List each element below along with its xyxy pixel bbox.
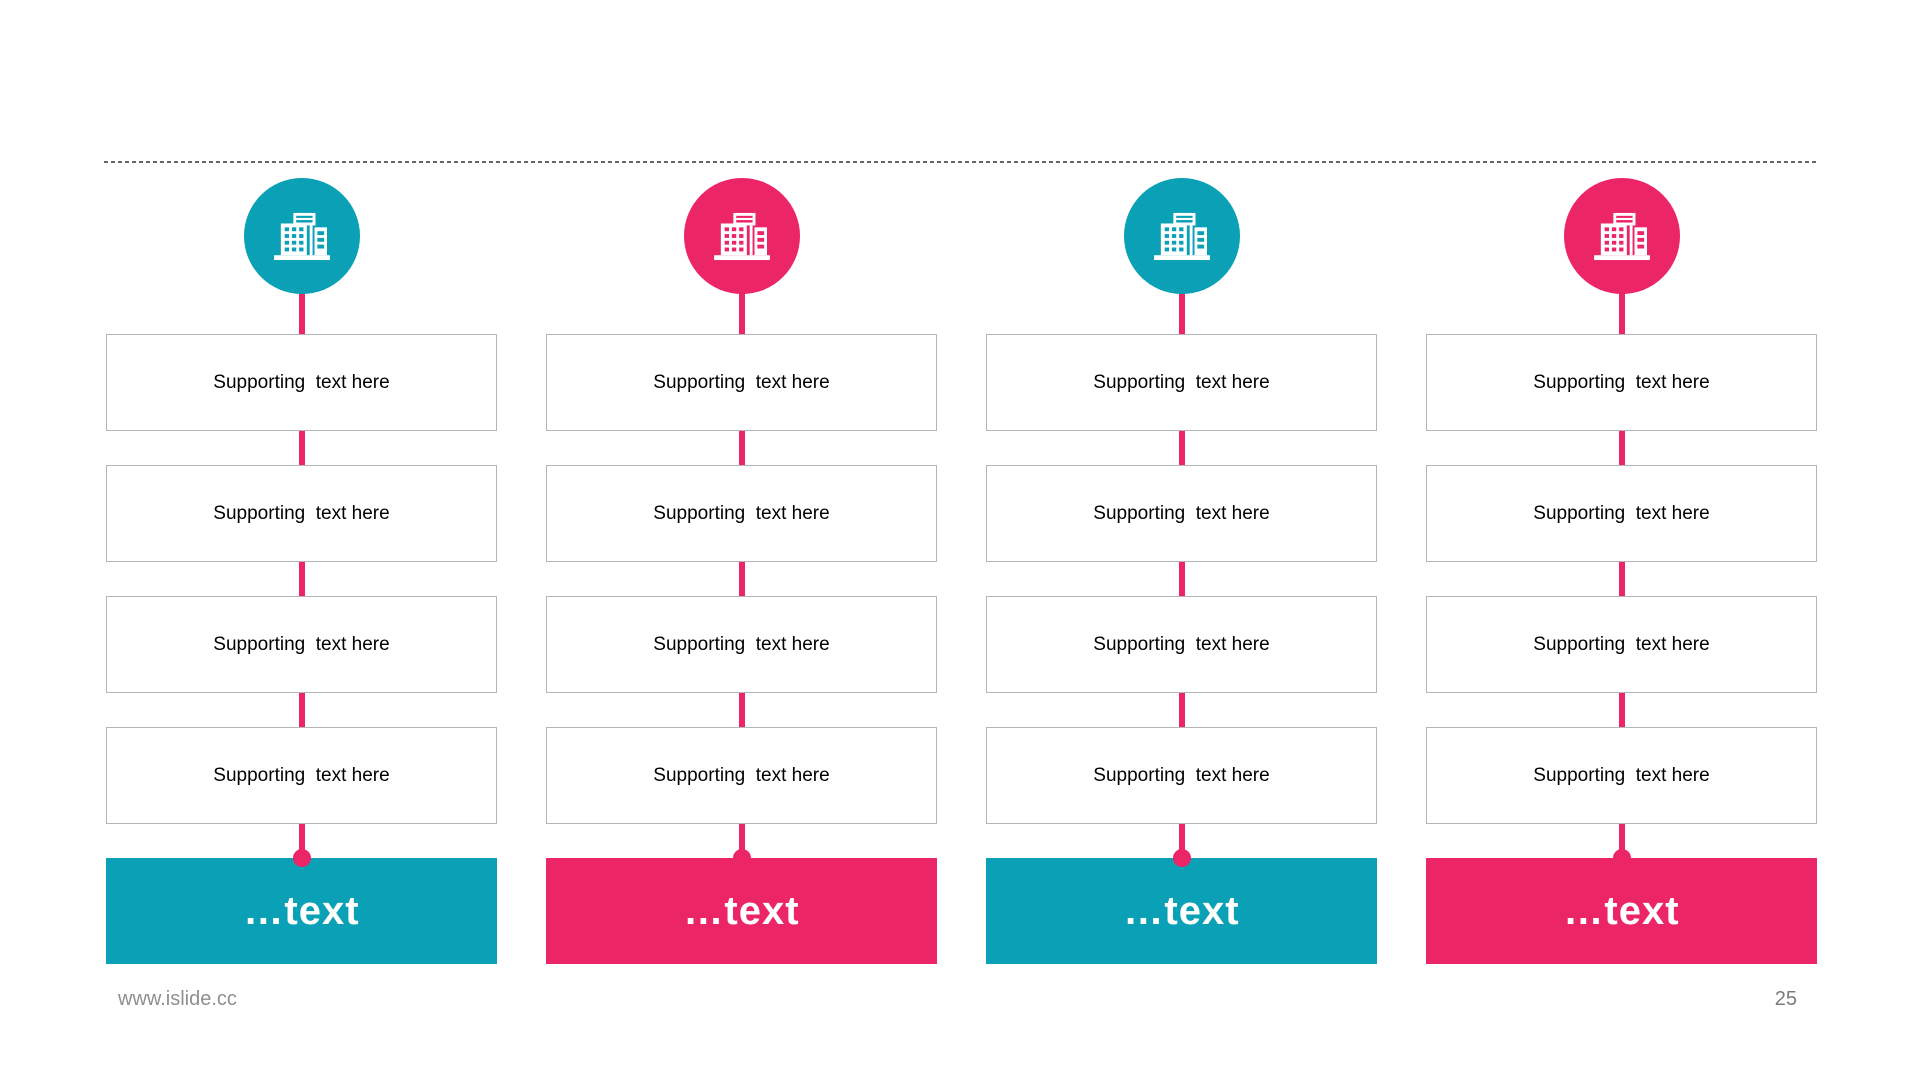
buildings-icon xyxy=(273,212,330,261)
supporting-text: Supporting text here xyxy=(1533,371,1710,393)
column-footer-box: …text xyxy=(1426,858,1817,964)
supporting-text: Supporting text here xyxy=(653,764,830,786)
supporting-text: Supporting text here xyxy=(1533,633,1710,655)
supporting-text-box: Supporting text here xyxy=(106,334,497,431)
supporting-text-box: Supporting text here xyxy=(546,465,937,562)
supporting-text: Supporting text here xyxy=(653,502,830,524)
column-footer-label: …text xyxy=(683,888,800,933)
connector-line xyxy=(738,278,745,858)
column-footer-box: …text xyxy=(986,858,1377,964)
column-footer-label: …text xyxy=(1123,888,1240,933)
supporting-text-box: Supporting text here xyxy=(106,596,497,693)
column-footer-box: …text xyxy=(546,858,937,964)
supporting-text: Supporting text here xyxy=(1093,633,1270,655)
column-2: …text Supporting text here Supporting te… xyxy=(546,178,937,964)
icon-circle xyxy=(1563,178,1680,294)
supporting-text-box: Supporting text here xyxy=(546,334,937,431)
connector-dot xyxy=(732,849,751,867)
supporting-text: Supporting text here xyxy=(213,633,390,655)
connector-dot xyxy=(292,849,311,867)
supporting-text-box: Supporting text here xyxy=(1426,334,1817,431)
supporting-text-box: Supporting text here xyxy=(986,596,1377,693)
supporting-text-box: Supporting text here xyxy=(106,727,497,824)
column-footer-label: …text xyxy=(243,888,360,933)
supporting-text: Supporting text here xyxy=(1533,764,1710,786)
supporting-text: Supporting text here xyxy=(213,502,390,524)
page-number: 25 xyxy=(1774,988,1797,1010)
connector-line xyxy=(1618,278,1625,858)
icon-circle xyxy=(1123,178,1240,294)
supporting-text: Supporting text here xyxy=(213,764,390,786)
column-3: …text Supporting text here Supporting te… xyxy=(986,178,1377,964)
connector-dot xyxy=(1612,849,1631,867)
supporting-text: Supporting text here xyxy=(213,371,390,393)
supporting-text: Supporting text here xyxy=(1093,371,1270,393)
supporting-text-box: Supporting text here xyxy=(986,465,1377,562)
column-footer-box: …text xyxy=(106,858,497,964)
footer-website: www.islide.cc xyxy=(118,988,237,1010)
supporting-text-box: Supporting text here xyxy=(1426,596,1817,693)
buildings-icon xyxy=(713,212,770,261)
connector-line xyxy=(1178,278,1185,858)
supporting-text: Supporting text here xyxy=(653,371,830,393)
column-footer-label: …text xyxy=(1563,888,1680,933)
supporting-text-box: Supporting text here xyxy=(106,465,497,562)
column-1: …text Supporting text here Supporting te… xyxy=(106,178,497,964)
supporting-text-box: Supporting text here xyxy=(986,334,1377,431)
supporting-text: Supporting text here xyxy=(1533,502,1710,524)
icon-circle xyxy=(683,178,800,294)
supporting-text-box: Supporting text here xyxy=(986,727,1377,824)
supporting-text: Supporting text here xyxy=(1093,502,1270,524)
column-4: …text Supporting text here Supporting te… xyxy=(1426,178,1817,964)
supporting-text: Supporting text here xyxy=(1093,764,1270,786)
supporting-text-box: Supporting text here xyxy=(546,727,937,824)
buildings-icon xyxy=(1593,212,1650,261)
supporting-text-box: Supporting text here xyxy=(1426,465,1817,562)
supporting-text-box: Supporting text here xyxy=(546,596,937,693)
connector-dot xyxy=(1172,849,1191,867)
icon-circle xyxy=(243,178,360,294)
buildings-icon xyxy=(1153,212,1210,261)
supporting-text-box: Supporting text here xyxy=(1426,727,1817,824)
top-divider-line xyxy=(104,161,1816,163)
connector-line xyxy=(298,278,305,858)
supporting-text: Supporting text here xyxy=(653,633,830,655)
columns-container: …text Supporting text here Supporting te… xyxy=(106,178,1817,964)
